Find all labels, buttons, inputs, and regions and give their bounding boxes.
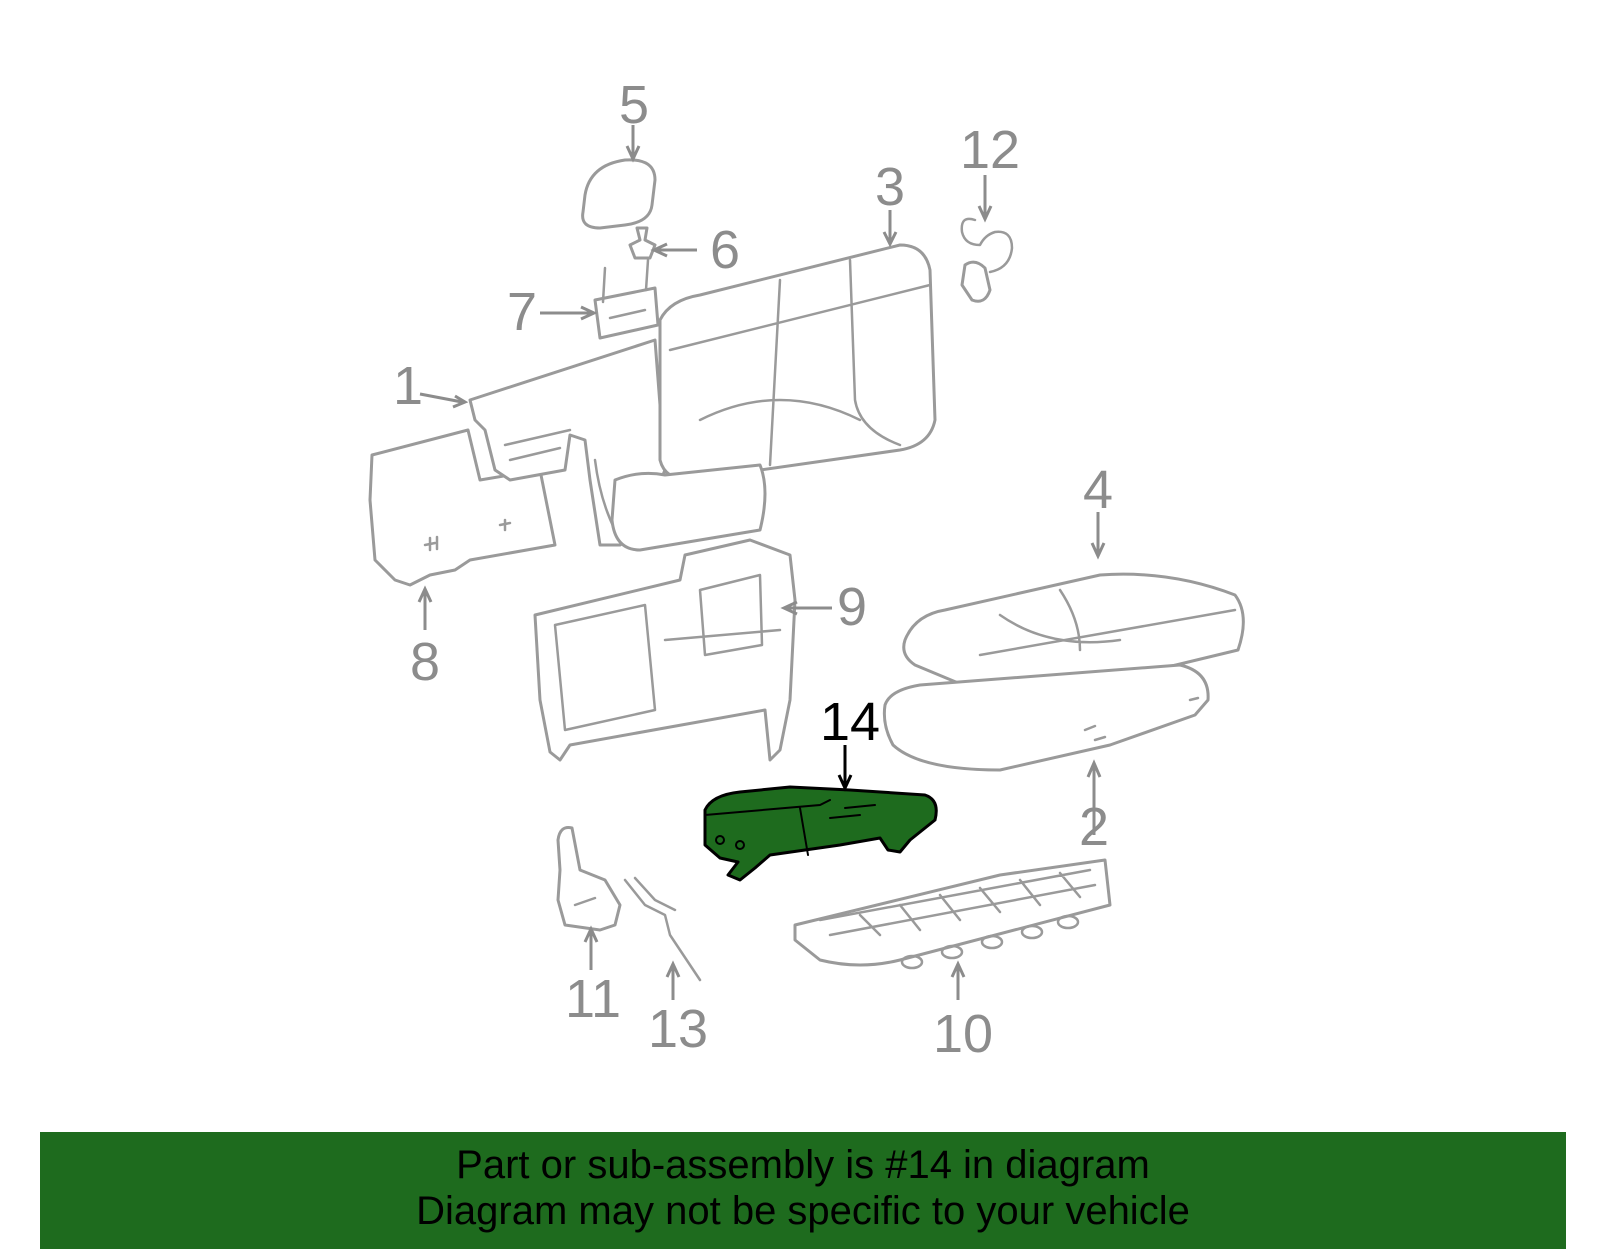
banner-line-1: Part or sub-assembly is #14 in diagram: [456, 1143, 1150, 1187]
callout-3: 3: [875, 157, 905, 217]
callout-1: 1: [393, 356, 423, 416]
info-banner: Part or sub-assembly is #14 in diagram D…: [40, 1132, 1566, 1249]
part-14-highlighted-assembly[interactable]: [703, 785, 938, 882]
part-9-seat-back-frame[interactable]: [533, 538, 797, 762]
part-2-seat-cushion-pad[interactable]: [882, 663, 1210, 772]
callout-6: 6: [710, 220, 740, 280]
callout-13: 13: [648, 999, 708, 1059]
part-3-seat-back-cushion[interactable]: [610, 243, 937, 552]
callout-11: 11: [565, 969, 621, 1029]
callout-10: 10: [933, 1004, 993, 1064]
part-6-headrest-guide[interactable]: [628, 226, 657, 260]
callout-7: 7: [507, 282, 537, 342]
callout-5: 5: [619, 75, 649, 135]
callout-2: 2: [1079, 797, 1109, 857]
callout-14: 14: [820, 692, 880, 752]
part-8-back-panel[interactable]: [368, 428, 557, 587]
part-4-seat-cushion-top[interactable]: [902, 572, 1245, 708]
banner-line-2: Diagram may not be specific to your vehi…: [416, 1189, 1190, 1233]
callout-12: 12: [960, 120, 1020, 180]
part-13-release-cable[interactable]: [623, 876, 702, 982]
part-10-seat-frame[interactable]: [793, 858, 1112, 970]
part-12-latch-hook[interactable]: [960, 217, 1014, 303]
callout-8: 8: [410, 632, 440, 692]
part-11-hinge-bracket[interactable]: [556, 826, 622, 932]
part-7-headrest-bracket[interactable]: [593, 258, 660, 340]
callout-9: 9: [837, 577, 867, 637]
parts-diagram: 1 2 3 4 5 6 7 8 9 10 11 12 13 14: [368, 75, 1245, 1064]
part-5-headrest[interactable]: [581, 158, 657, 230]
callout-arrows: [417, 125, 1106, 1000]
callout-4: 4: [1083, 460, 1113, 520]
